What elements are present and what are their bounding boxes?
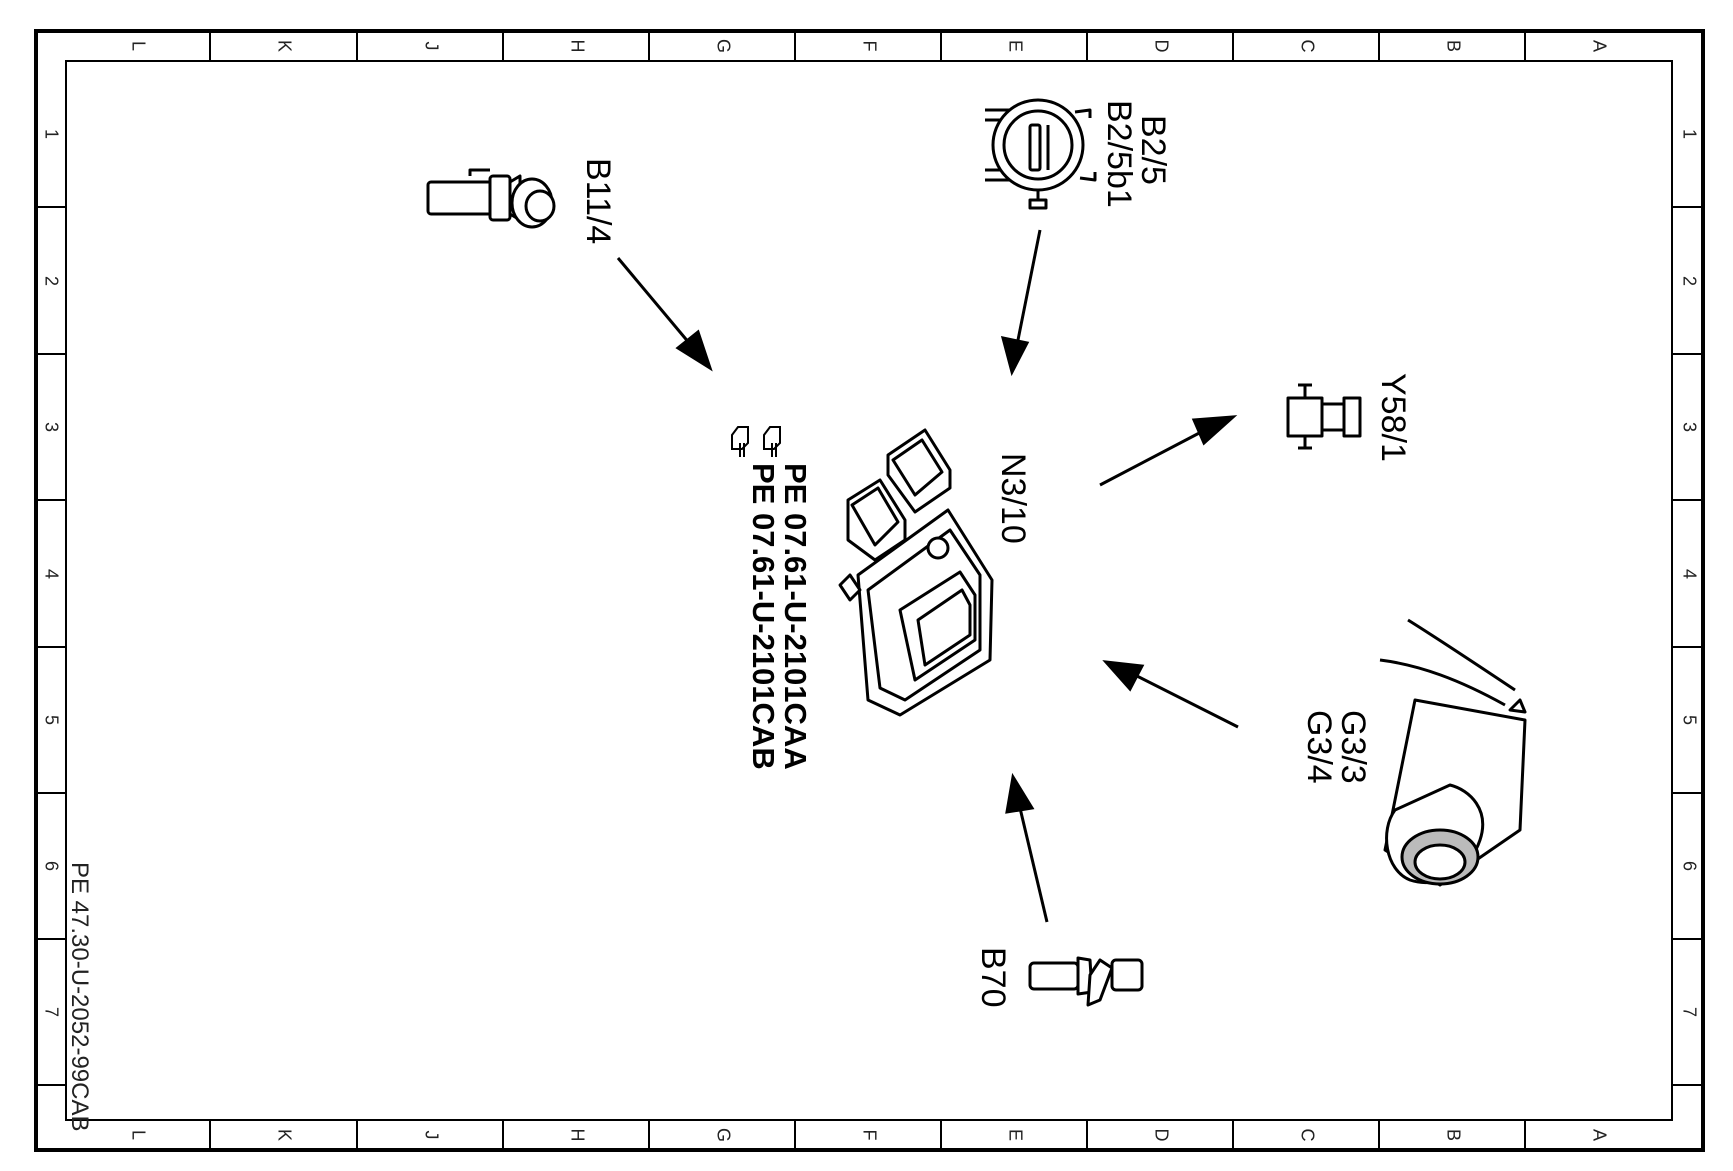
label-g3-3: G3/3 bbox=[1334, 710, 1372, 784]
zone-letter-top: B bbox=[1443, 40, 1463, 52]
zone-number-left: 7 bbox=[41, 1007, 61, 1017]
arrow-b11-4-to-n3-10 bbox=[616, 257, 697, 351]
zone-letter-top: F bbox=[859, 41, 879, 52]
zone-letter-bottom: G bbox=[713, 1128, 733, 1142]
zone-ticks-side bbox=[36, 206, 1703, 1086]
n3-10-control-unit-icon bbox=[838, 428, 994, 717]
zone-letter-top: H bbox=[567, 40, 587, 53]
zone-letter-bottom: K bbox=[274, 1129, 294, 1141]
zone-letter-bottom: L bbox=[128, 1130, 148, 1140]
zone-number-right: 7 bbox=[1679, 1007, 1699, 1017]
zone-number-right: 5 bbox=[1679, 715, 1699, 725]
zone-letters-bottom: L K J H G F E D C B A bbox=[128, 1128, 1609, 1142]
zone-number-left: 6 bbox=[41, 861, 61, 871]
zone-letter-top: G bbox=[713, 39, 733, 53]
pointing-hand-icon bbox=[763, 426, 781, 457]
label-b11-4: B11/4 bbox=[579, 158, 617, 244]
zone-numbers-left: 1 2 3 4 5 6 7 bbox=[41, 129, 61, 1017]
zone-number-left: 3 bbox=[41, 422, 61, 432]
zone-letters-top: L K J H G F E D C B A bbox=[128, 39, 1609, 53]
zone-letter-bottom: J bbox=[421, 1131, 441, 1140]
zone-letter-bottom: C bbox=[1297, 1129, 1317, 1142]
zone-number-left: 4 bbox=[41, 569, 61, 579]
zone-number-left: 5 bbox=[41, 715, 61, 725]
zone-letter-top: C bbox=[1297, 40, 1317, 53]
zone-number-left: 1 bbox=[41, 129, 61, 139]
zone-letter-bottom: B bbox=[1443, 1129, 1463, 1141]
zone-number-right: 1 bbox=[1679, 129, 1699, 139]
zone-letter-bottom: D bbox=[1151, 1129, 1171, 1142]
zone-number-right: 4 bbox=[1679, 569, 1699, 579]
arrow-head bbox=[1102, 660, 1145, 692]
zone-letter-top: D bbox=[1151, 40, 1171, 53]
pointing-hand-icon bbox=[731, 426, 749, 457]
reference-2101cab: PE 07.61-U-2101CAB bbox=[746, 463, 781, 770]
zone-letter-bottom: E bbox=[1005, 1129, 1025, 1141]
zone-numbers-right: 1 2 3 4 5 6 7 bbox=[1679, 129, 1699, 1017]
arrow-head bbox=[1005, 772, 1035, 814]
arrow-n3-10-to-y58-1 bbox=[1099, 428, 1206, 487]
arrow-head bbox=[675, 329, 713, 372]
b2-5-maf-sensor-icon bbox=[985, 98, 1097, 210]
zone-letter-top: J bbox=[421, 42, 441, 51]
zone-letter-top: K bbox=[274, 40, 294, 52]
zone-number-right: 6 bbox=[1679, 861, 1699, 871]
zone-letter-top: A bbox=[1589, 40, 1609, 52]
document-id: PE 47.30-U-2052-99CAB bbox=[66, 862, 93, 1131]
reference-2101caa: PE 07.61-U-2101CAA bbox=[778, 463, 813, 770]
label-b2-5: B2/5 bbox=[1134, 115, 1172, 185]
arrow-head bbox=[1000, 336, 1030, 377]
b11-4-sensor-icon bbox=[426, 168, 556, 229]
zone-letter-top: L bbox=[128, 41, 148, 51]
zone-letter-top: E bbox=[1005, 40, 1025, 52]
zone-letter-bottom: F bbox=[859, 1130, 879, 1141]
zone-number-right: 2 bbox=[1679, 276, 1699, 286]
zone-ticks-top bbox=[209, 31, 1526, 1150]
arrow-b2-5-to-n3-10 bbox=[1016, 229, 1042, 341]
arrow-g3-3-to-n3-10 bbox=[1134, 673, 1239, 729]
arrow-head bbox=[1191, 415, 1238, 446]
y58-1-purge-valve-icon bbox=[1286, 383, 1362, 450]
label-g3-4: G3/4 bbox=[1300, 710, 1338, 784]
zone-letter-bottom: H bbox=[567, 1129, 587, 1142]
b70-crank-sensor-icon bbox=[1028, 956, 1144, 1007]
label-b2-5b1: B2/5b1 bbox=[1100, 100, 1138, 208]
g3-3-o2-sensor-icon bbox=[1379, 618, 1527, 887]
label-n3-10: N3/10 bbox=[994, 453, 1032, 544]
zone-number-left: 2 bbox=[41, 276, 61, 286]
signal-arrows bbox=[616, 229, 1239, 923]
zone-letter-bottom: A bbox=[1589, 1129, 1609, 1141]
inner-frame bbox=[65, 60, 1673, 1121]
label-b70: B70 bbox=[974, 947, 1012, 1008]
label-y58-1: Y58/1 bbox=[1374, 373, 1412, 462]
arrow-b70-to-n3-10 bbox=[1018, 807, 1049, 923]
outer-frame bbox=[34, 29, 1705, 1152]
zone-number-right: 3 bbox=[1679, 422, 1699, 432]
